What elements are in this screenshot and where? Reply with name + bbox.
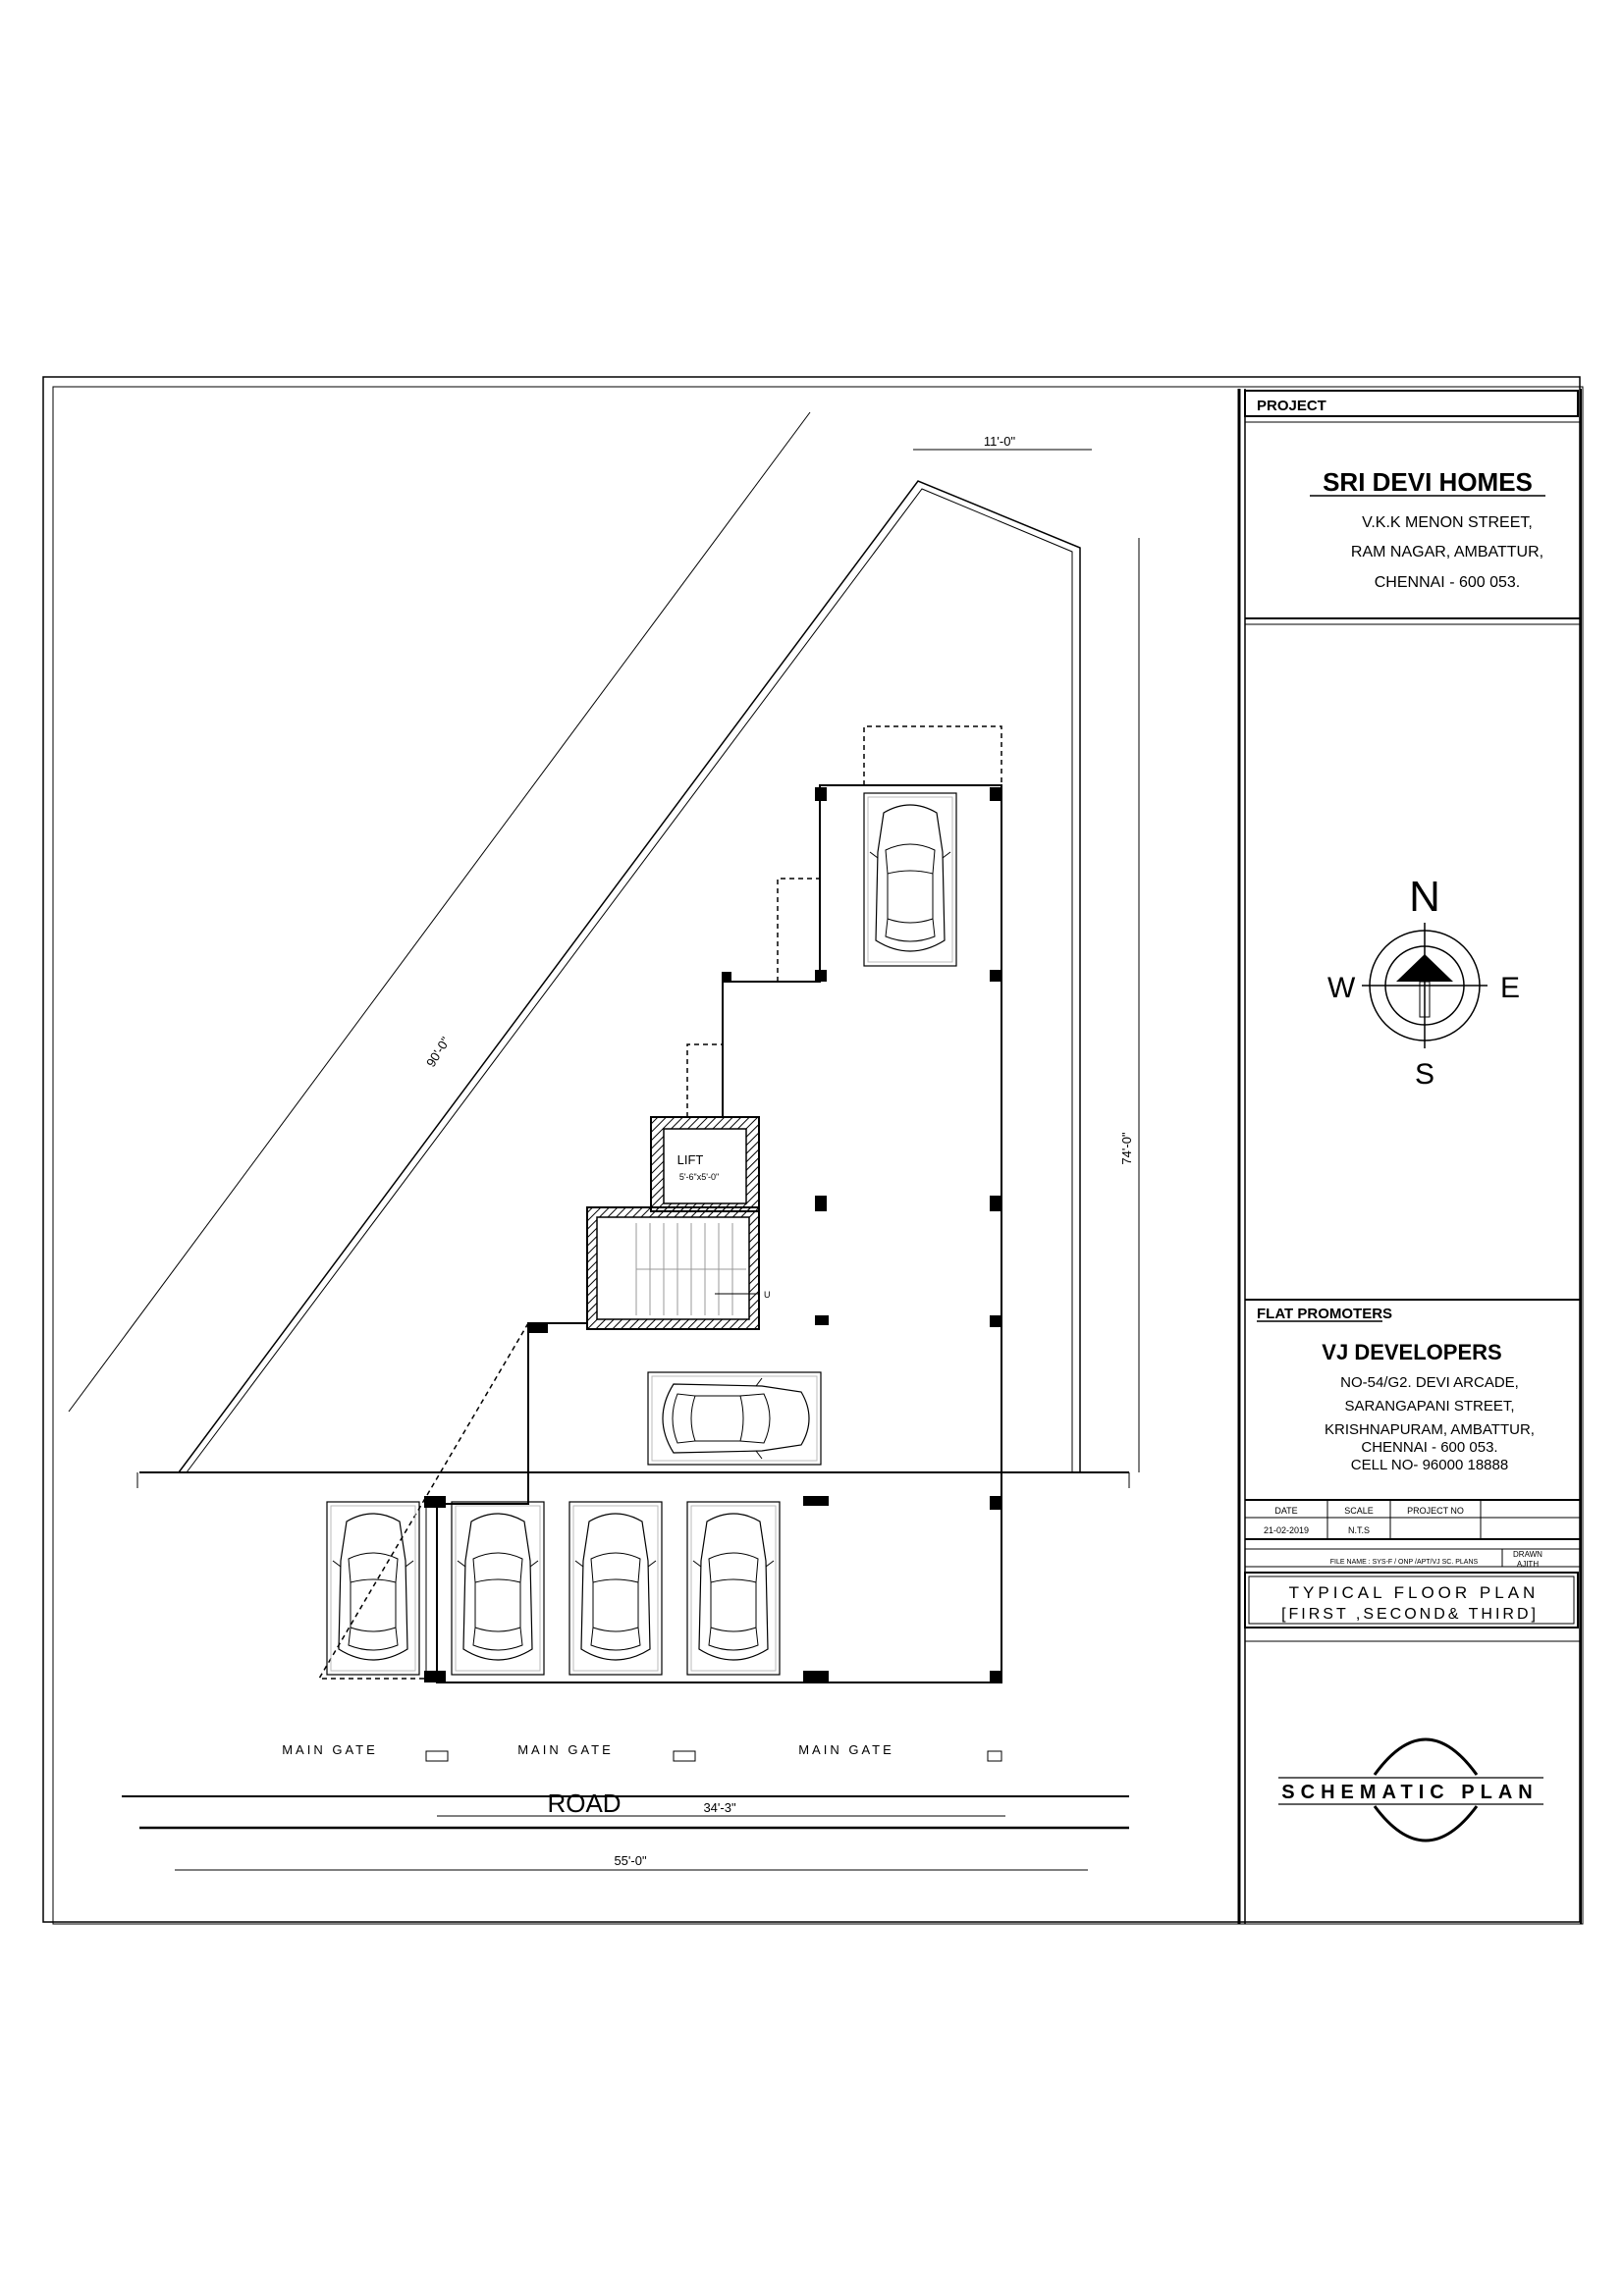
file-name: FILE NAME : SYS-F / ONP /APT/VJ SC. PLAN… <box>1330 1559 1479 1566</box>
promoter-name: VJ DEVELOPERS <box>1322 1340 1501 1364</box>
dim-diagonal-label: 90'-0" <box>423 1034 453 1069</box>
car-bay-2 <box>451 1501 545 1676</box>
main-gate-label-2: MAIN GATE <box>517 1742 614 1757</box>
compass-west: W <box>1327 972 1356 1004</box>
north-compass <box>1362 923 1488 1048</box>
dim-line-diagonal <box>68 411 811 1413</box>
plan-title-box <box>1244 1572 1579 1629</box>
balcony-top <box>863 725 1002 785</box>
project-address-2: RAM NAGAR, AMBATTUR, <box>1351 544 1543 561</box>
promoter-address-3: KRISHNAPURAM, AMBATTUR, <box>1325 1421 1535 1438</box>
lift-car <box>663 1128 747 1204</box>
promoter-address-4: CHENNAI - 600 053. <box>1361 1439 1497 1456</box>
dim-bottom-label: 55'-0" <box>614 1853 647 1868</box>
dim-inner-label: 34'-3" <box>703 1800 736 1815</box>
project-header-box <box>1244 390 1579 417</box>
car-bay-3 <box>568 1501 663 1676</box>
gate-post <box>987 1750 1002 1762</box>
car-bay-1 <box>326 1501 420 1676</box>
stair-treads <box>635 1223 746 1315</box>
project-header: PROJECT <box>1257 398 1326 414</box>
plan-title-line2: [FIRST ,SECOND& THIRD] <box>1281 1606 1539 1623</box>
dim-top-label: 11'-0" <box>984 434 1016 449</box>
drawn-by: AJITH <box>1517 1560 1539 1569</box>
outer-border <box>42 376 1581 1923</box>
car-horizontal <box>647 1371 822 1466</box>
promoter-address-1: NO-54/G2. DEVI ARCADE, <box>1340 1374 1519 1391</box>
table-header-project-no: PROJECT NO <box>1407 1506 1464 1516</box>
balcony-lower <box>686 1043 723 1117</box>
main-gate-label-3: MAIN GATE <box>798 1742 894 1757</box>
gate-post <box>425 1750 449 1762</box>
schematic-emblem <box>1276 1737 1547 1842</box>
main-gate-label-1: MAIN GATE <box>282 1742 378 1757</box>
compass-east: E <box>1500 972 1520 1004</box>
project-address-1: V.K.K MENON STREET, <box>1362 514 1533 531</box>
car-bay-4 <box>686 1501 781 1676</box>
table-header-date: DATE <box>1274 1506 1297 1516</box>
drawn-label: DRAWN <box>1513 1550 1542 1559</box>
project-address-3: CHENNAI - 600 053. <box>1375 574 1521 591</box>
plan-title-line1: TYPICAL FLOOR PLAN <box>1289 1583 1540 1602</box>
lift-size-label: 5'-6"x5'-0" <box>679 1172 719 1182</box>
staircase <box>596 1216 750 1320</box>
inner-border <box>52 386 1584 1925</box>
gate-post <box>673 1750 696 1762</box>
columns <box>424 787 1001 1682</box>
car-top <box>863 792 957 967</box>
promoter-address-5: CELL NO- 96000 18888 <box>1351 1457 1508 1473</box>
dim-right-label: 74'-0" <box>1119 1132 1134 1165</box>
lift-label: LIFT <box>677 1152 704 1167</box>
promoters-header: FLAT PROMOTERS <box>1257 1306 1392 1322</box>
compass-north: N <box>1409 873 1440 921</box>
road-label: ROAD <box>547 1789 621 1818</box>
table-value-scale: N.T.S <box>1348 1525 1370 1535</box>
table-value-date: 21-02-2019 <box>1264 1525 1309 1535</box>
table-header-scale: SCALE <box>1344 1506 1374 1516</box>
balcony-mid <box>777 878 820 982</box>
schematic-plan-label: SCHEMATIC PLAN <box>1281 1782 1538 1803</box>
compass-south: S <box>1415 1058 1434 1091</box>
plot-boundary <box>178 480 1081 1473</box>
stair-up-label: U <box>764 1290 771 1300</box>
project-name: SRI DEVI HOMES <box>1323 467 1533 497</box>
promoter-address-2: SARANGAPANI STREET, <box>1344 1398 1514 1415</box>
